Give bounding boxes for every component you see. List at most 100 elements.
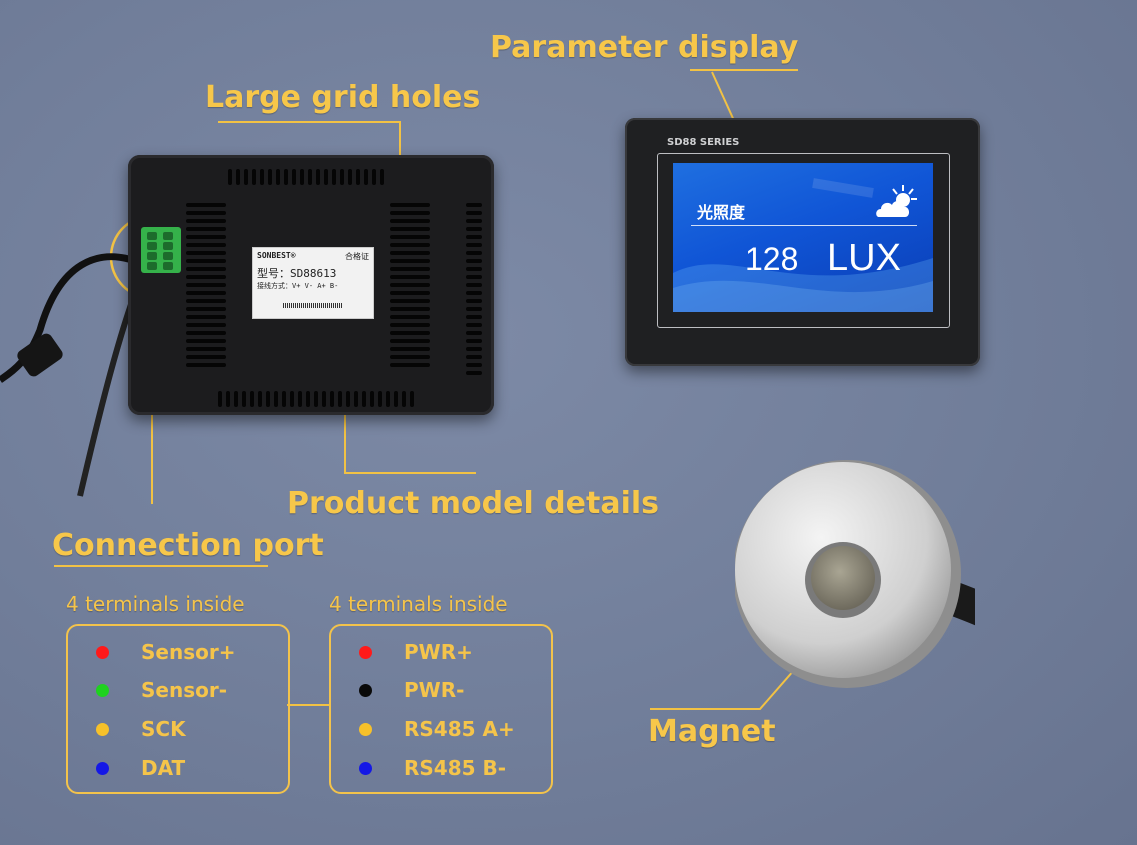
vent-slot (466, 211, 482, 215)
vent-slot (390, 323, 430, 327)
vent-slot (346, 391, 350, 407)
vent-slot (390, 275, 430, 279)
vent-slot (390, 267, 430, 271)
vent-slot (390, 203, 430, 207)
vent-slot (372, 169, 376, 185)
screw (163, 232, 173, 240)
screw (147, 262, 157, 270)
terminal-row: RS485 A+ (359, 715, 515, 743)
vent-slot (186, 243, 226, 247)
vent-slot (390, 315, 430, 319)
vent-slot (308, 169, 312, 185)
terminal-row: RS485 B- (359, 754, 506, 782)
vent-slot (380, 169, 384, 185)
vent-slot (226, 391, 230, 407)
vent-slot (466, 219, 482, 223)
screen-title: 光照度 (697, 203, 746, 222)
lux-unit: LUX (827, 237, 901, 279)
sticker-wiring: 接线方式：V+ V- A+ B- (257, 282, 339, 290)
vent-slot (466, 355, 482, 359)
vent-slot (282, 391, 286, 407)
vent-slot (186, 363, 226, 367)
wire-color-dot (96, 683, 109, 697)
vent-slot (466, 331, 482, 335)
vent-slot (390, 291, 430, 295)
wire-color-dot (96, 761, 109, 775)
vent-slot (466, 323, 482, 327)
vent-slot (466, 259, 482, 263)
vent-slot (228, 169, 232, 185)
wire-color-dot (359, 645, 372, 659)
vent-slot (362, 391, 366, 407)
vent-slot (390, 355, 430, 359)
vent-slot (250, 391, 254, 407)
vent-slot (390, 331, 430, 335)
terminal-label: Sensor+ (141, 640, 236, 664)
vent-slot (186, 307, 226, 311)
vent-slot (390, 347, 430, 351)
vent-slot (356, 169, 360, 185)
vent-slot (244, 169, 248, 185)
lcd-screen: 光照度 128 LUX (673, 163, 933, 312)
vent-slot (332, 169, 336, 185)
terminal-row: DAT (96, 754, 185, 782)
vent-slot (466, 283, 482, 287)
vent-slot (390, 339, 430, 343)
device-front-view: SD88 SERIES 光照度 (625, 118, 980, 366)
vent-slot (242, 391, 246, 407)
screw (163, 262, 173, 270)
vent-slot (390, 211, 430, 215)
vent-slot (466, 275, 482, 279)
vent-far-right (466, 203, 482, 383)
vent-slot (466, 299, 482, 303)
vent-slot (314, 391, 318, 407)
vent-slot (466, 235, 482, 239)
vent-slot (234, 391, 238, 407)
vent-slot (390, 235, 430, 239)
vent-slot (370, 391, 374, 407)
vent-slot (186, 203, 226, 207)
vent-slot (364, 169, 368, 185)
vent-slot (466, 243, 482, 247)
vent-slot (466, 251, 482, 255)
terminal-label: Sensor- (141, 678, 228, 702)
vent-slot (394, 391, 398, 407)
vent-slot (390, 307, 430, 311)
vent-slot (466, 267, 482, 271)
vent-slot (186, 283, 226, 287)
callout-magnet: Magnet (648, 714, 776, 749)
vent-top (228, 169, 388, 185)
vent-slot (466, 227, 482, 231)
terminal-label: DAT (141, 756, 186, 780)
vent-slot (186, 347, 226, 351)
vent-slot (258, 391, 262, 407)
vent-slot (390, 259, 430, 263)
vent-slot (298, 391, 302, 407)
screw (163, 242, 173, 250)
screen-divider (691, 225, 917, 226)
vent-slot (186, 331, 226, 335)
callout-parameter-display: Parameter display (490, 30, 799, 65)
display-bezel (657, 153, 950, 328)
vent-slot (354, 391, 358, 407)
callout-product-model-details: Product model details (287, 486, 660, 521)
sticker-brand: SONBEST® (257, 251, 296, 260)
sticker-barcode (283, 303, 343, 308)
terminal-block (141, 227, 181, 273)
vent-slot (338, 391, 342, 407)
series-label: SD88 SERIES (667, 137, 740, 148)
vent-slot (218, 391, 222, 407)
vent-slot (186, 251, 226, 255)
vent-slot (390, 243, 430, 247)
terminal-row: Sensor- (96, 676, 227, 704)
vent-slot (290, 391, 294, 407)
terminal-label: RS485 B- (404, 756, 507, 780)
vent-slot (186, 219, 226, 223)
terminal-group-heading-power: 4 terminals inside (329, 592, 508, 616)
vent-slot (284, 169, 288, 185)
callout-large-grid-holes: Large grid holes (205, 80, 481, 115)
vent-slot (316, 169, 320, 185)
vent-slot (186, 355, 226, 359)
vent-slot (390, 227, 430, 231)
